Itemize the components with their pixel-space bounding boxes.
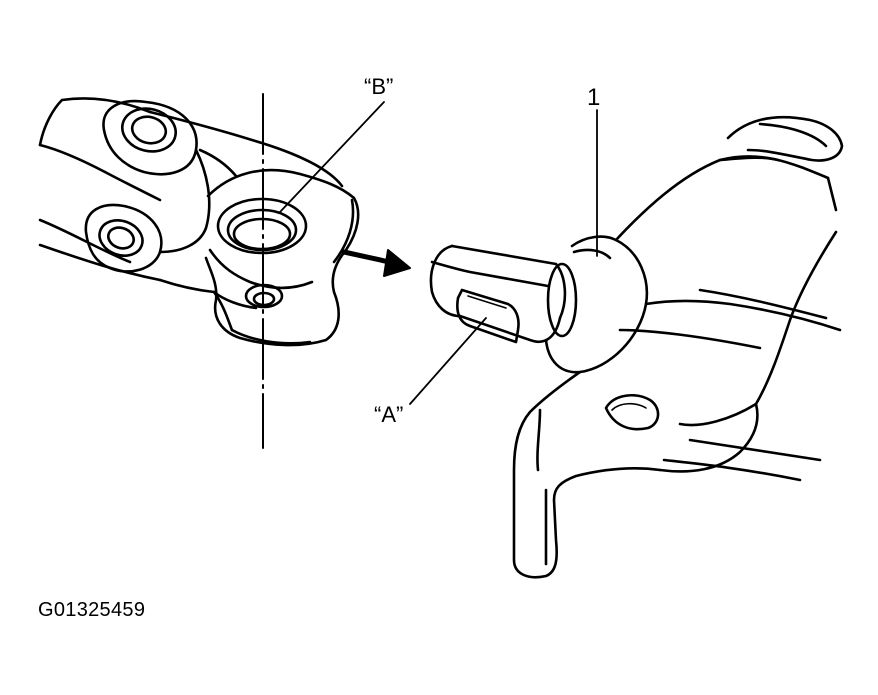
label-1: 1	[587, 84, 601, 111]
direction-arrow	[341, 249, 411, 277]
universal-joint-yoke	[38, 97, 360, 347]
label-a: “A”	[374, 402, 404, 427]
steering-gear	[429, 115, 844, 579]
leader-line-b	[279, 101, 385, 213]
leader-line-a	[409, 317, 487, 405]
figure-id: G01325459	[38, 599, 146, 621]
label-b: “B”	[364, 74, 394, 99]
